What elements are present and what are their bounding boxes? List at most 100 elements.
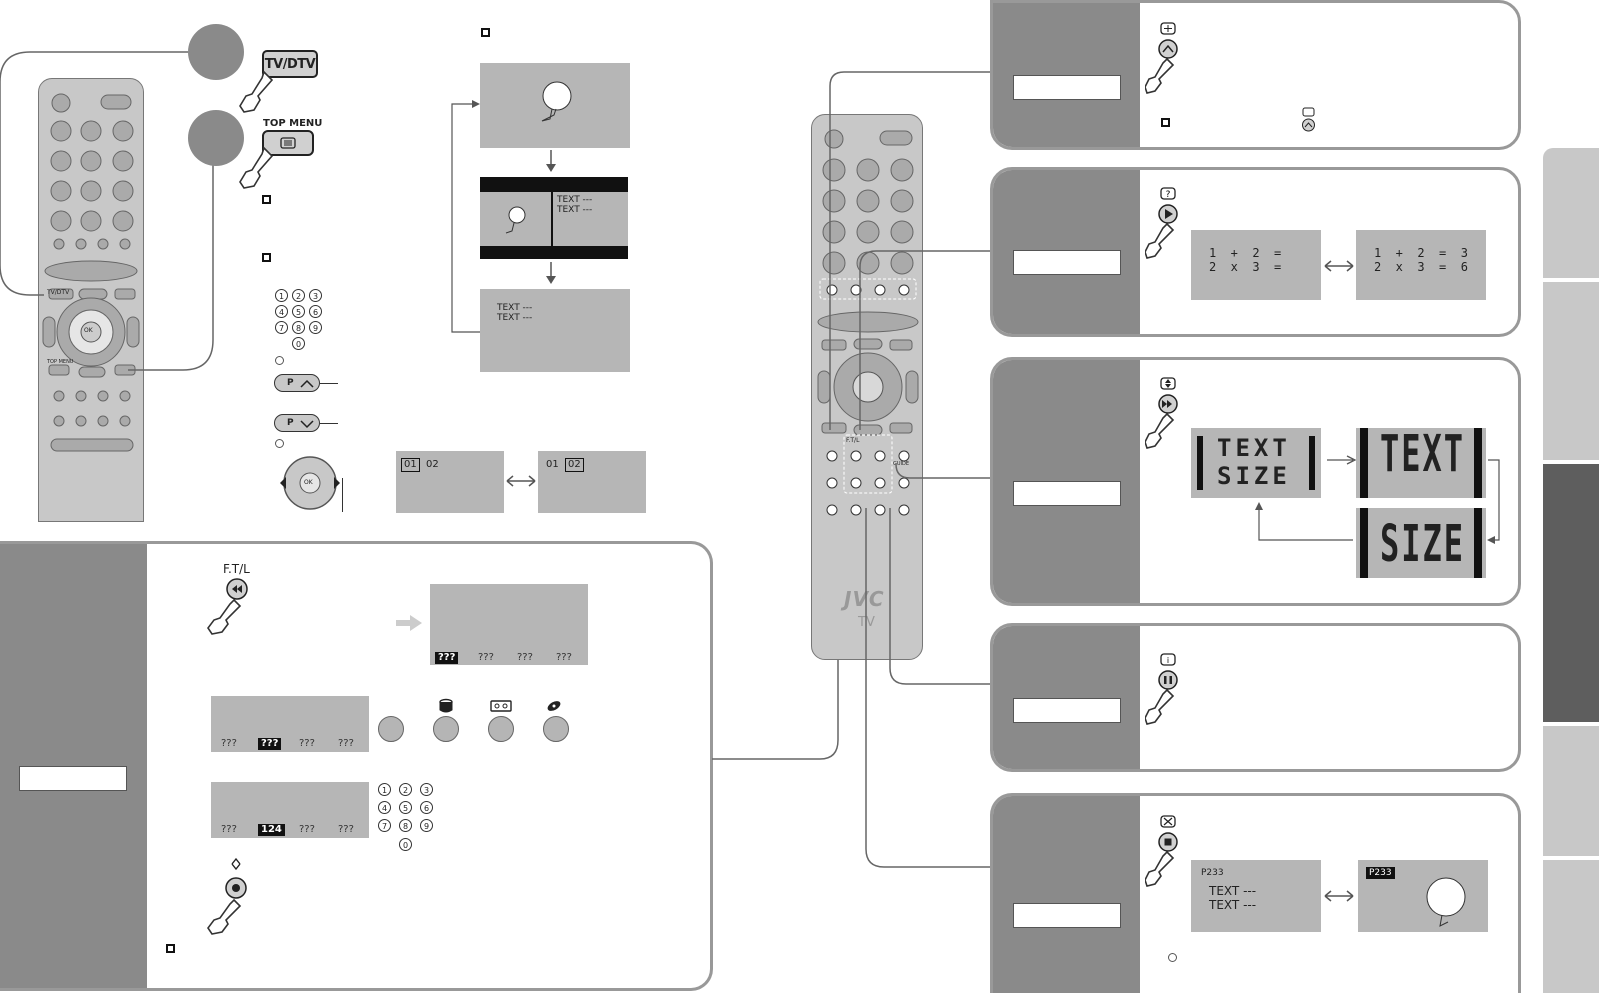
number-4: 4 <box>275 305 288 318</box>
reveal-screen-before: 1 + 2 = 2 x 3 = <box>1191 230 1321 300</box>
p-down-line <box>320 423 338 424</box>
p-down-button[interactable]: P <box>274 414 320 432</box>
hold-small-icon <box>1302 107 1315 132</box>
reveal-screen-after: 1 + 2 = 3 2 x 3 = 6 <box>1356 230 1486 300</box>
circle-bullet <box>275 356 284 365</box>
ftl-mid-item-3: ??? <box>299 738 315 749</box>
number-5: 5 <box>399 801 412 814</box>
number-8: 8 <box>292 321 305 334</box>
remote-tvdtv-label: TV/DTV <box>47 289 70 296</box>
section-tab-3-active[interactable] <box>1543 464 1599 722</box>
number-2: 2 <box>399 783 412 796</box>
vhs-tape-icon <box>490 700 512 712</box>
square-bullet <box>481 28 490 37</box>
section-tab-2[interactable] <box>1543 282 1599 460</box>
size-label-box <box>1013 481 1121 506</box>
p-up-line <box>320 383 338 384</box>
section-tab-5[interactable] <box>1543 860 1599 993</box>
index-label-box <box>1013 698 1121 723</box>
remote-left: OK TV/DTV TOP MENU <box>38 78 144 522</box>
size-normal-line1: TEXT <box>1217 434 1291 462</box>
top-menu-button[interactable] <box>262 130 314 156</box>
color-button-red[interactable] <box>378 716 404 742</box>
p-up-label: P <box>287 378 294 388</box>
hdd-icon <box>439 698 453 713</box>
reveal-before-line2: 2 x 3 = <box>1209 260 1282 274</box>
hold-label-box <box>1013 75 1121 100</box>
page-other-right: 01 <box>546 459 559 470</box>
ftl-top-item-3: ??? <box>517 652 533 663</box>
ok-navigation-pad[interactable]: OK <box>280 455 342 511</box>
color-button-blue[interactable] <box>543 716 569 742</box>
section-tab-1[interactable] <box>1543 148 1599 278</box>
tv-dtv-button[interactable]: TV/DTV <box>262 50 318 78</box>
svg-text:i: i <box>1167 656 1169 665</box>
circle-bullet <box>1168 953 1177 962</box>
ftl-screen-mid: ??? ??? ??? ??? <box>211 696 369 752</box>
size-screen-normal: TEXT SIZE <box>1191 428 1321 498</box>
size-screen-top-half: TEXT <box>1356 428 1486 498</box>
step-circle-1 <box>188 24 244 80</box>
nav-pad-graphic <box>280 456 340 510</box>
number-7: 7 <box>378 819 391 832</box>
size-panel: TEXT SIZE TEXT SIZE <box>990 357 1521 606</box>
number-9: 9 <box>420 819 433 832</box>
page-screen-right: 01 02 <box>538 451 646 513</box>
remote-center-buttons <box>817 129 919 516</box>
section-tab-4[interactable] <box>1543 726 1599 856</box>
ftl-mid-item-4: ??? <box>338 738 354 749</box>
ok-pad-line <box>342 478 343 512</box>
step-circle-2 <box>188 110 244 166</box>
hand-pointer-icon <box>239 70 274 113</box>
page-screen-left: 01 02 <box>396 451 504 513</box>
ftl-panel: F.T/L ??? ??? ??? ??? ??? ??? ??? ??? ??… <box>0 541 713 991</box>
ftl-top-item-2: ??? <box>478 652 494 663</box>
number-5: 5 <box>292 305 305 318</box>
ftl-bottom-item-4: ??? <box>338 824 354 835</box>
page-selected-left: 01 <box>401 458 420 472</box>
connector-ftl <box>712 500 839 760</box>
square-bullet <box>262 253 271 262</box>
connector-lines-left <box>0 51 214 371</box>
dvd-disc-icon <box>547 701 561 711</box>
ftl-screen-bottom: ??? 124 ??? ??? <box>211 782 369 838</box>
color-button-green[interactable] <box>433 716 459 742</box>
size-top-line: TEXT <box>1380 428 1466 484</box>
number-1: 1 <box>275 289 288 302</box>
number-9: 9 <box>309 321 322 334</box>
right-arrow-icon <box>1327 455 1357 465</box>
page-selected-right: 02 <box>565 458 584 472</box>
circle-bullet <box>275 439 284 448</box>
p-down-label: P <box>287 418 294 428</box>
remote-guide-label: GUIDE <box>893 461 910 467</box>
size-hand-icon <box>1145 377 1178 449</box>
record-hand-icon <box>207 857 247 935</box>
connector-lines-right <box>829 71 990 868</box>
index-hand-icon: i <box>1145 653 1178 725</box>
square-bullet <box>1161 118 1170 127</box>
ftl-screen-top: ??? ??? ??? ??? <box>430 584 588 665</box>
balloon-icon <box>505 206 526 234</box>
reveal-panel: ? 1 + 2 = 2 x 3 = 1 + 2 = 3 2 x 3 = 6 <box>990 167 1521 337</box>
number-4: 4 <box>378 801 391 814</box>
number-6: 6 <box>420 801 433 814</box>
double-arrow-icon <box>506 475 536 487</box>
reveal-after-line2: 2 x 3 = 6 <box>1374 260 1468 274</box>
remote-ok-label: OK <box>84 327 93 334</box>
double-arrow-icon <box>1324 890 1354 902</box>
cancel-hand-icon <box>1145 815 1178 887</box>
flow-text-2: TEXT --- <box>557 205 593 215</box>
hold-hand-icon <box>1145 22 1178 94</box>
index-panel: i <box>990 623 1521 772</box>
ftl-bottom-item-1: ??? <box>221 824 237 835</box>
size-screen-bottom-half: SIZE <box>1356 508 1486 578</box>
color-button-yellow[interactable] <box>488 716 514 742</box>
ftl-button-label: F.T/L <box>223 562 250 576</box>
number-8: 8 <box>399 819 412 832</box>
number-0: 0 <box>292 337 305 350</box>
remote-left-buttons <box>42 93 140 452</box>
menu-icon <box>280 137 296 149</box>
cancel-screen-text: P233 TEXT --- TEXT --- <box>1191 860 1321 932</box>
p-up-button[interactable]: P <box>274 374 320 392</box>
hand-pointer-icon <box>239 146 274 189</box>
